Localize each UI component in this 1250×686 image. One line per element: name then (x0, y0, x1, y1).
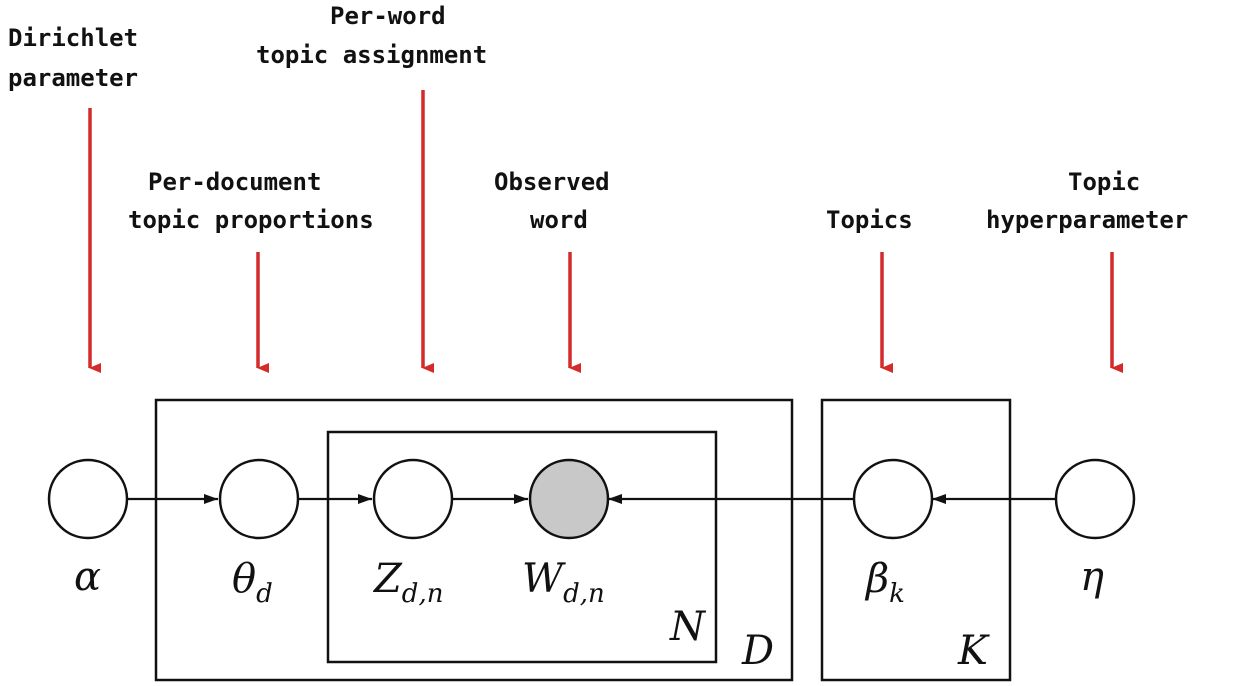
node-label-z: Zd,n (372, 556, 443, 609)
node-label-beta: βk (864, 556, 905, 609)
node-label-w: Wd,n (522, 556, 605, 609)
node-label-theta: θd (232, 556, 273, 609)
node-theta (218, 458, 300, 540)
plate-label-d: D (741, 628, 774, 674)
node-z (372, 458, 454, 540)
label-topics: Topics (826, 206, 913, 234)
plate-label-k: K (957, 628, 990, 674)
label-observed-line1: Observed (494, 168, 610, 196)
plate-topics (820, 398, 1012, 682)
label-topic-hyper-line1: Topic (1068, 168, 1140, 196)
label-per-doc-line2: topic proportions (128, 206, 374, 234)
node-label-eta: η (1080, 554, 1104, 600)
label-per-word-line1: Per-word (330, 2, 446, 30)
node-beta (852, 458, 934, 540)
node-eta (1054, 458, 1136, 540)
label-dirichlet-line2: parameter (8, 64, 138, 92)
label-per-word-line2: topic assignment (256, 41, 487, 69)
label-dirichlet-line1: Dirichlet (8, 24, 138, 52)
plate-label-n: N (669, 604, 707, 650)
label-observed-line2: word (530, 206, 588, 234)
plate-documents (154, 398, 794, 682)
node-alpha (47, 458, 129, 540)
plate-words (326, 430, 718, 664)
node-label-alpha: α (74, 554, 101, 600)
label-topic-hyper-line2: hyperparameter (986, 206, 1188, 234)
label-per-doc-line1: Per-document (148, 168, 321, 196)
node-w-observed (528, 458, 610, 540)
